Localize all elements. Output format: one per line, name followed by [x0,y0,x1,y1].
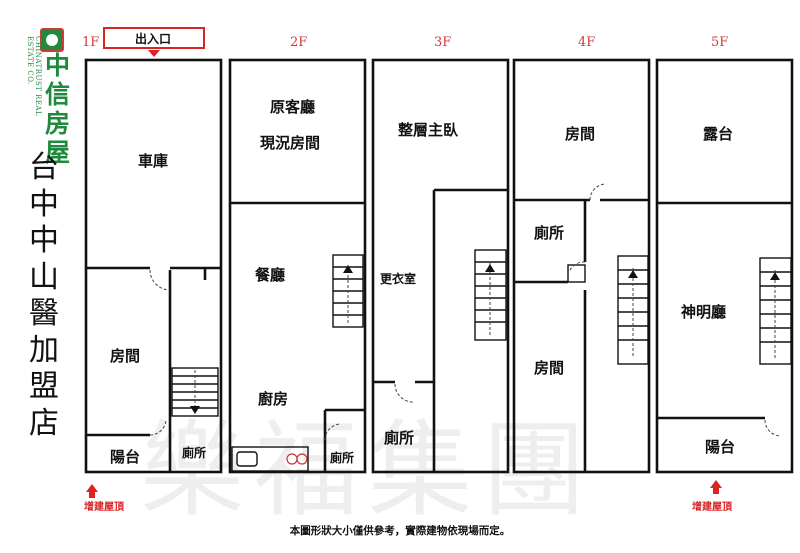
stairs-3f [474,249,507,341]
room-1f-room: 房間 [110,347,140,365]
entrance-arrow-icon [148,50,160,57]
floor-3f: 整層主臥 更衣室 廁所 [371,58,510,474]
room-4f-room-top: 房間 [565,125,595,143]
entrance-label: 出入口 [135,31,171,46]
stair-arrow-icon [628,270,638,278]
store-title: 台 中 中 山 醫 加 盟 店 [28,150,60,442]
floor-label-2f: 2F [290,35,307,50]
stairs-5f [759,257,792,365]
floor-1f: 車庫 房間 陽台 廁所 [84,58,223,474]
stair-arrow-icon [190,406,200,414]
room-5f-shrine: 神明廳 [681,303,726,321]
room-4f-room-bottom: 房間 [534,359,564,377]
room-2f-orig-living: 原客廳 [270,98,315,116]
room-2f-kitchen: 廚房 [258,390,288,408]
stairs-4f [617,255,649,365]
store-title-char: 中 [29,186,59,222]
entrance-marker: 出入口 [103,27,205,57]
addon-roof-left: 增建屋頂 [84,484,125,513]
store-title-char: 中 [29,223,59,258]
disclaimer-note: 本圖形狀大小僅供參考，實際建物依現場而定。 [289,525,511,537]
stair-arrow-icon [770,272,780,280]
floor-label-1f: 1F [82,35,99,50]
store-title-char: 店 [29,405,59,441]
room-3f-toilet: 廁所 [384,429,414,447]
addon-roof-right: 增建屋頂 [692,480,733,513]
floor-label-3f: 3F [434,35,451,50]
floor-label-5f: 5F [711,35,728,50]
room-3f-master: 整層主臥 [398,121,459,139]
kitchen-counter [231,446,309,472]
floor-5f: 露台 神明廳 陽台 [655,58,794,474]
stove-burner-icon [296,453,308,465]
stair-arrow-icon [343,265,353,273]
room-5f-balcony: 陽台 [705,438,735,456]
room-2f-current-room: 現況房間 [260,134,320,152]
addon-roof-right-label: 增建屋頂 [692,500,733,513]
store-title-char: 台 [29,150,59,185]
room-garage: 車庫 [138,152,168,170]
logo-english: CHINATRUST REAL ESTATE CO. [26,36,42,117]
room-2f-dining: 餐廳 [255,266,285,284]
logo-name: 中信 房屋 [45,51,92,167]
logo-emblem-icon [40,28,64,52]
floor-4f: 房間 廁所 房間 [512,58,651,474]
store-title-char: 醫 [29,296,59,331]
store-title-char: 加 [29,332,59,368]
room-3f-closet: 更衣室 [380,271,416,286]
up-arrow-icon [86,484,98,498]
up-arrow-icon [710,480,722,494]
store-title-char: 山 [29,259,59,295]
logo-name-line2: 房屋 [45,109,71,167]
room-1f-balcony: 陽台 [110,448,140,466]
watermark-text: 樂福集團 [140,409,597,531]
addon-roof-left-label: 增建屋頂 [84,500,125,513]
stove-burner-icon [286,453,298,465]
company-logo: CHINATRUST REAL ESTATE CO. 中信 房屋 [14,14,92,167]
store-title-char: 盟 [29,369,59,404]
logo-name-line1: 中信 [45,51,71,109]
stair-arrow-icon [485,264,495,272]
stairs-2f [332,254,364,328]
room-4f-toilet: 廁所 [534,224,564,242]
room-2f-toilet: 廁所 [330,450,354,465]
floor-2f: 原客廳 現況房間 餐廳 廚房 廁所 [228,58,367,474]
room-1f-toilet: 廁所 [182,445,206,460]
room-5f-terrace: 露台 [703,125,733,143]
floor-label-4f: 4F [578,35,595,50]
stairs-1f [171,367,219,417]
